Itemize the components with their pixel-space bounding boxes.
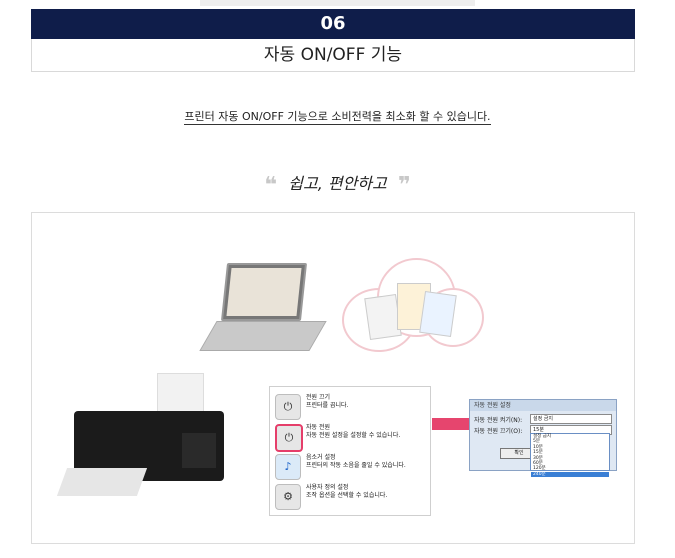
dropdown-option[interactable]: 240분 [531, 471, 609, 478]
printer-ink-tank [182, 433, 216, 468]
power-on-select[interactable]: 설정 금지 [530, 414, 612, 424]
settings-item-desc: 프린터의 작동 소음을 줄일 수 있습니다. [306, 462, 406, 469]
dropdown-option[interactable]: 120분 [533, 466, 546, 472]
close-quote-icon: ❞ [397, 173, 411, 198]
printer-settings-list: ⏻ 전원 끄기 프린터를 끕니다. ⏻ 자동 전원 자동 전원 설정을 설정할 … [269, 386, 431, 516]
cloud-documents [364, 278, 457, 343]
settings-item-title: 전원 끄기 [306, 394, 330, 401]
power-icon: ⏻ [275, 394, 301, 420]
subtitle-text: 프린터 자동 ON/OFF 기능으로 소비전력을 최소화 할 수 있습니다. [184, 110, 491, 125]
laptop-screen [220, 263, 308, 321]
laptop-illustration [199, 263, 327, 353]
printer-paper [157, 373, 204, 415]
settings-item-desc: 프린터를 끕니다. [306, 402, 349, 409]
dropdown-option[interactable]: 60분 [533, 461, 543, 467]
settings-item-title: 사용자 정의 설정 [306, 484, 349, 491]
section-title: 자동 ON/OFF 기능 [31, 39, 635, 72]
settings-row-custom[interactable]: ⚙ 사용자 정의 설정 조작 옵션을 선택할 수 있습니다. [270, 481, 430, 511]
dropdown-option[interactable]: 설정 금지 [533, 434, 551, 439]
subtitle: 프린터 자동 ON/OFF 기능으로 소비전력을 최소화 할 수 있습니다. [0, 108, 675, 125]
auto-power-dialog: 자동 전원 설정 자동 전원 켜기(N): 설정 금지 자동 전원 끄기(O):… [469, 399, 617, 478]
illustration-panel: ⏻ 전원 끄기 프린터를 끕니다. ⏻ 자동 전원 자동 전원 설정을 설정할 … [31, 212, 635, 544]
settings-item-title: 자동 전원 [306, 424, 330, 431]
settings-item-desc: 자동 전원 설정을 설정할 수 있습니다. [306, 432, 401, 439]
section-number-banner: 06 [31, 9, 635, 39]
laptop-keyboard [199, 321, 327, 351]
quote-text: 쉽고, 편안하고 [288, 174, 387, 193]
dropdown-option[interactable]: 10분 [533, 444, 543, 450]
dropdown-option[interactable]: 30분 [533, 455, 543, 461]
custom-settings-icon: ⚙ [275, 484, 301, 510]
settings-row-quiet[interactable]: ♪ 음소거 설정 프린터의 작동 소음을 줄일 수 있습니다. [270, 451, 430, 481]
settings-item-title: 음소거 설정 [306, 454, 336, 461]
dialog-label-power-off: 자동 전원 끄기(O): [474, 428, 523, 435]
settings-row-power-off[interactable]: ⏻ 전원 끄기 프린터를 끕니다. [270, 391, 430, 421]
dialog-label-power-on: 자동 전원 켜기(N): [474, 417, 523, 424]
printer-illustration [56, 373, 237, 513]
dropdown-option[interactable]: 5분 [533, 439, 541, 445]
settings-row-auto-power[interactable]: ⏻ 자동 전원 자동 전원 설정을 설정할 수 있습니다. [270, 421, 430, 452]
cloud-illustration [332, 253, 484, 353]
open-quote-icon: ❝ [264, 173, 278, 198]
settings-item-desc: 조작 옵션을 선택할 수 있습니다. [306, 492, 388, 499]
top-divider [200, 0, 475, 6]
dialog-title: 자동 전원 설정 [470, 400, 616, 411]
quote: ❝ 쉽고, 편안하고 ❞ [0, 170, 675, 198]
printer-output-tray [56, 468, 148, 496]
sound-icon: ♪ [275, 454, 301, 480]
auto-power-icon: ⏻ [275, 424, 303, 452]
dropdown-option[interactable]: 15분 [533, 450, 543, 456]
